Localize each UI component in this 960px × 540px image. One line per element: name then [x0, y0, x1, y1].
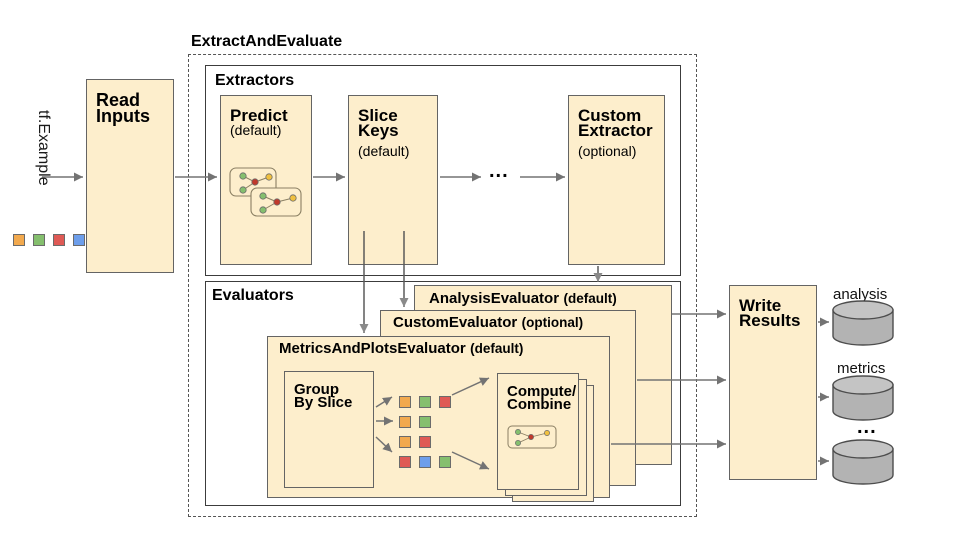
input-chip-red [53, 234, 65, 246]
custom-evaluator-qualifier: (optional) [521, 315, 584, 330]
datastore-cylinder-analysis [832, 300, 894, 346]
arrow-chips-to-compute-combine-top [451, 377, 490, 396]
analysis-evaluator-label: AnalysisEvaluator (default) [429, 290, 617, 308]
input-chip-blue [73, 234, 85, 246]
compute-combine-graph-icon [507, 425, 557, 449]
input-chip-green [33, 234, 45, 246]
arrow-group-to-chip-row-3 [375, 436, 393, 453]
group-by-slice-box[interactable]: Group By Slice [284, 371, 374, 488]
predict-graph-icon [229, 167, 302, 217]
extractors-ellipsis: ... [489, 160, 509, 182]
read-inputs-line2: Inputs [96, 106, 150, 126]
datastore-cylinder-other [832, 439, 894, 485]
read-inputs-box[interactable]: Read Inputs [86, 79, 174, 273]
datastore-cylinder-metrics [832, 375, 894, 421]
custom-evaluator-label: CustomEvaluator (optional) [393, 314, 583, 332]
slice-chip [439, 396, 451, 408]
slice-chip [399, 436, 411, 448]
predict-qualifier: (default) [230, 122, 282, 138]
slice-chip [419, 436, 431, 448]
arrow-group-to-chip-row-1 [375, 396, 393, 408]
output-label-ellipsis: ... [857, 416, 877, 438]
analysis-evaluator-qualifier: (default) [563, 291, 617, 306]
output-label-analysis: analysis [833, 286, 888, 303]
custom-evaluator-name: CustomEvaluator [393, 314, 518, 331]
compute-combine-line2: Combine [507, 396, 572, 413]
group-by-slice-line2: By Slice [294, 394, 353, 411]
slice-chip [399, 416, 411, 428]
read-inputs-line1: Read [96, 90, 141, 110]
custom-extractor-line2: Extractor [578, 121, 653, 140]
write-results-line1: Write [739, 296, 782, 315]
arrow-chips-to-compute-combine-bottom [451, 451, 490, 470]
slice-keys-line2: Keys [358, 121, 399, 140]
extractor-box-predict[interactable]: Predict (default) [220, 95, 312, 265]
metrics-and-plots-qualifier: (default) [470, 341, 524, 356]
extract-and-evaluate-title: ExtractAndEvaluate [191, 33, 343, 50]
slice-keys-line1: Slice [358, 106, 398, 125]
custom-extractor-line1: Custom [578, 106, 642, 125]
metrics-and-plots-label: MetricsAndPlotsEvaluator (default) [279, 340, 523, 358]
write-results-box[interactable]: Write Results [729, 285, 817, 480]
slice-chip [399, 456, 411, 468]
metrics-and-plots-name: MetricsAndPlotsEvaluator [279, 340, 466, 357]
extractor-box-custom[interactable]: Custom Extractor (optional) [568, 95, 665, 265]
slice-chip [419, 456, 431, 468]
extract-and-evaluate-container [188, 54, 697, 517]
analysis-evaluator-name: AnalysisEvaluator [429, 290, 560, 307]
evaluators-title: Evaluators [212, 287, 294, 304]
slice-chip [419, 416, 431, 428]
slice-chip [439, 456, 451, 468]
custom-extractor-qualifier: (optional) [578, 143, 637, 159]
slice-chip [399, 396, 411, 408]
input-chip-orange [13, 234, 25, 246]
slice-chip [419, 396, 431, 408]
compute-combine-line1: Compute/ [507, 383, 577, 400]
output-label-metrics: metrics [837, 360, 886, 377]
extractors-title: Extractors [215, 72, 295, 89]
extractor-box-slice-keys[interactable]: Slice Keys (default) [348, 95, 438, 265]
predict-line1: Predict [230, 106, 288, 125]
slice-keys-qualifier: (default) [358, 143, 410, 159]
write-results-line2: Results [739, 311, 801, 330]
group-by-slice-line1: Group [294, 381, 339, 398]
evaluator-card-metrics-and-plots[interactable]: MetricsAndPlotsEvaluator (default) Group… [267, 336, 610, 502]
compute-combine-box[interactable]: Compute/ Combine [497, 373, 579, 490]
